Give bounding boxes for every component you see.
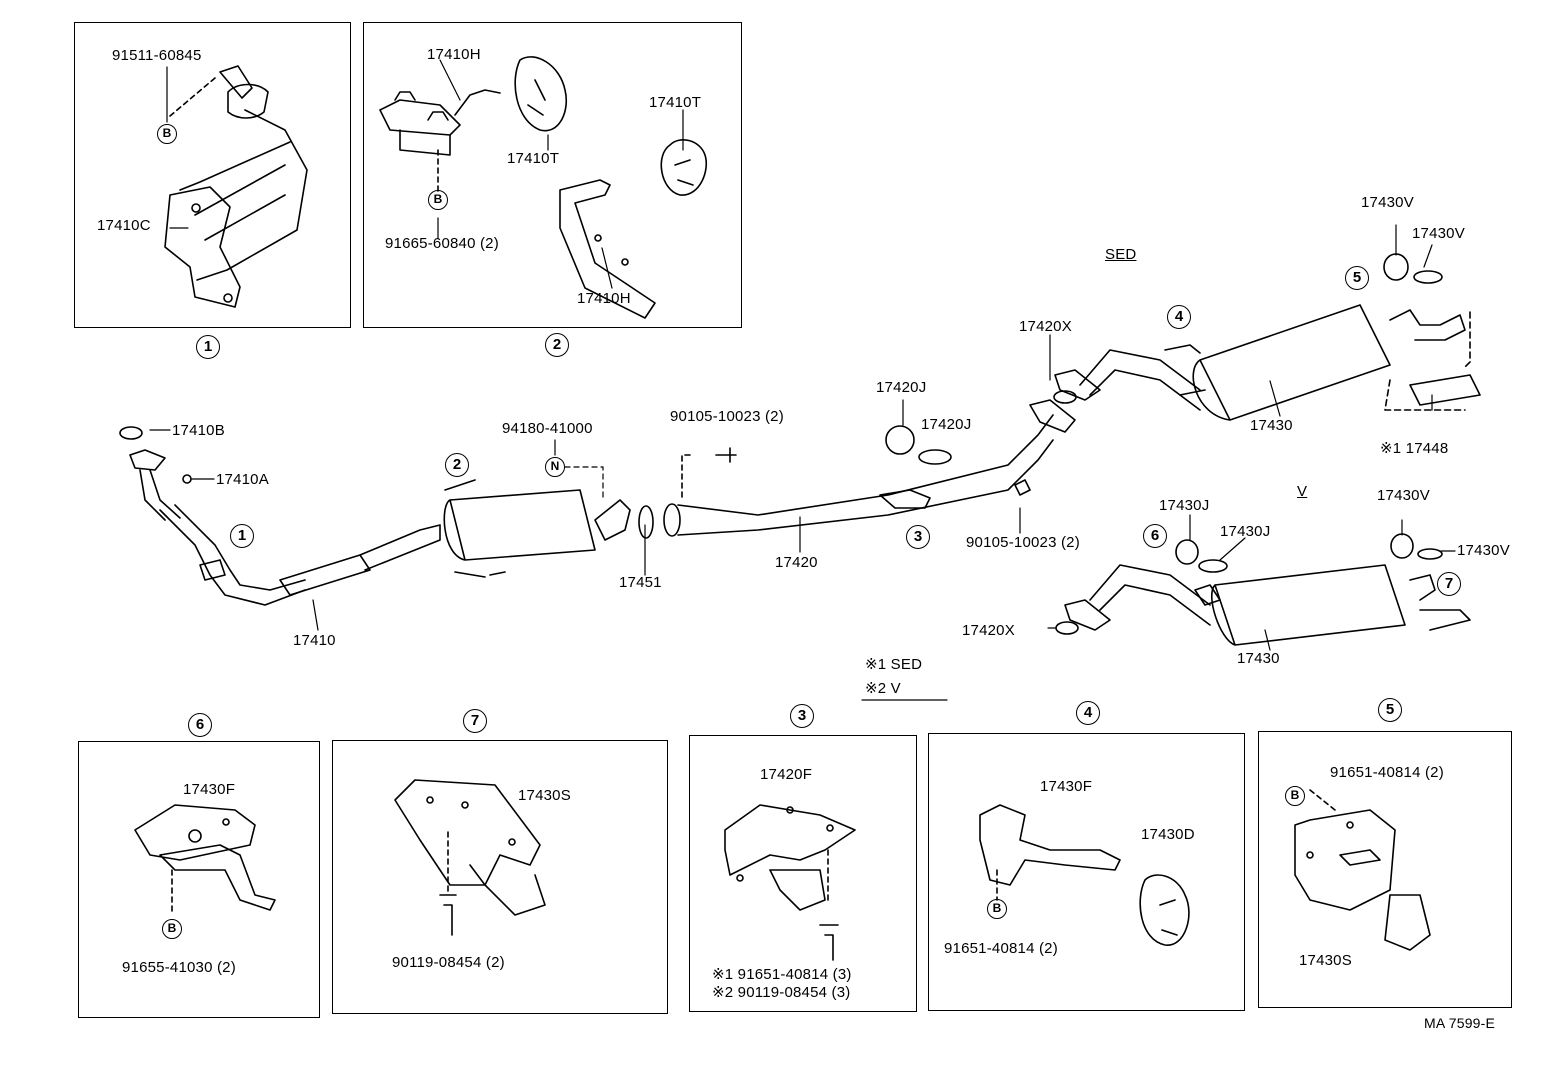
- callout-b-inset1: B: [157, 124, 177, 144]
- v-rear-muffler-drawing: [1055, 533, 1471, 646]
- callout-b-inset5: B: [1285, 786, 1305, 806]
- part-label: 17420X: [1019, 318, 1072, 335]
- callout-n-main: N: [545, 457, 565, 477]
- nut-17410a-drawing: [182, 474, 192, 484]
- part-label: ※1 91651-40814 (3): [712, 966, 852, 983]
- part-label: 91651-40814 (2): [944, 940, 1058, 957]
- part-label: 17410C: [97, 217, 151, 234]
- part-label: 17430V: [1377, 487, 1430, 504]
- diagram-code: MA 7599-E: [1424, 1015, 1496, 1031]
- inset-5-drawing: [1294, 789, 1431, 951]
- inset-7-drawing: [394, 779, 546, 936]
- part-label: 17410: [293, 632, 336, 649]
- callout-6-inset-title: 6: [188, 713, 212, 737]
- part-label: 17420J: [876, 379, 927, 396]
- part-label: 91511-60845: [112, 47, 202, 64]
- part-label: 17410B: [172, 422, 225, 439]
- front-exhaust-drawing: [129, 399, 1076, 606]
- part-label: 17420F: [760, 766, 813, 783]
- note-sed: ※1 SED: [865, 656, 923, 673]
- inset-box-6: [78, 741, 320, 1018]
- part-label: ※1 17448: [1380, 440, 1449, 457]
- part-label: 17410H: [427, 46, 481, 63]
- callout-2-on-pipe: 2: [445, 453, 469, 477]
- part-label: 17420J: [921, 416, 972, 433]
- variant-label-v: V: [1297, 483, 1308, 500]
- inset-2-hangers-drawing: [379, 56, 707, 319]
- part-label: 17420X: [962, 622, 1015, 639]
- part-label: 90105-10023 (2): [966, 534, 1080, 551]
- part-label: 17410T: [649, 94, 702, 111]
- part-label: 17451: [619, 574, 662, 591]
- part-label: 17430: [1250, 417, 1293, 434]
- inset-box-4: [928, 733, 1245, 1011]
- part-label: 17410H: [577, 290, 631, 307]
- part-label: 17430J: [1220, 523, 1271, 540]
- callout-b-inset4: B: [987, 899, 1007, 919]
- inset-6-drawing: [134, 804, 276, 916]
- inset-box-2: [363, 22, 742, 328]
- sed-rear-muffler-drawing: [885, 253, 1481, 465]
- part-label: 17420: [775, 554, 818, 571]
- inset-box-5: [1258, 731, 1512, 1008]
- inset-3-drawing: [724, 804, 856, 961]
- callout-3-on-pipe: 3: [906, 525, 930, 549]
- part-label: 17430J: [1159, 497, 1210, 514]
- note-v: ※2 V: [865, 680, 901, 697]
- part-label: 91651-40814 (2): [1330, 764, 1444, 781]
- part-label: 17430V: [1457, 542, 1510, 559]
- callout-5-on-pipe: 5: [1345, 266, 1369, 290]
- inset-box-3: [689, 735, 917, 1012]
- inset-4-drawing: [979, 804, 1190, 946]
- part-label: 17430F: [183, 781, 236, 798]
- part-label: 17430F: [1040, 778, 1093, 795]
- inset-1-bracket-drawing: [164, 65, 308, 308]
- callout-6-on-pipe: 6: [1143, 524, 1167, 548]
- callout-5-inset-title: 5: [1378, 698, 1402, 722]
- part-label: 91655-41030 (2): [122, 959, 236, 976]
- callout-1-on-pipe: 1: [230, 524, 254, 548]
- leader-lines: [149, 59, 1456, 701]
- callout-7-on-pipe: 7: [1437, 572, 1461, 596]
- part-label: 91665-60840 (2): [385, 235, 499, 252]
- callout-4-on-pipe: 4: [1167, 305, 1191, 329]
- callout-2-below-inset: 2: [545, 333, 569, 357]
- part-label: 17430: [1237, 650, 1280, 667]
- callout-4-inset-title: 4: [1076, 701, 1100, 725]
- callout-3-inset-title: 3: [790, 704, 814, 728]
- part-label: 90119-08454 (2): [392, 954, 505, 971]
- part-label: 17430V: [1412, 225, 1465, 242]
- inset-box-7: [332, 740, 668, 1014]
- part-label: 17410A: [216, 471, 269, 488]
- part-label: 17430S: [518, 787, 571, 804]
- inset-box-1: [74, 22, 351, 328]
- gasket-17410b-drawing: [119, 426, 143, 440]
- callout-1-below-inset: 1: [196, 335, 220, 359]
- variant-label-sed: SED: [1105, 246, 1137, 263]
- part-label: 17430S: [1299, 952, 1352, 969]
- part-label: 17430V: [1361, 194, 1414, 211]
- callout-7-inset-title: 7: [463, 709, 487, 733]
- part-label: 17430D: [1141, 826, 1195, 843]
- callout-b-inset6: B: [162, 919, 182, 939]
- part-label: 90105-10023 (2): [670, 408, 784, 425]
- part-label: 94180-41000: [502, 420, 593, 437]
- part-label: ※2 90119-08454 (3): [712, 984, 851, 1001]
- part-label: 17410T: [507, 150, 560, 167]
- callout-b-inset2: B: [428, 190, 448, 210]
